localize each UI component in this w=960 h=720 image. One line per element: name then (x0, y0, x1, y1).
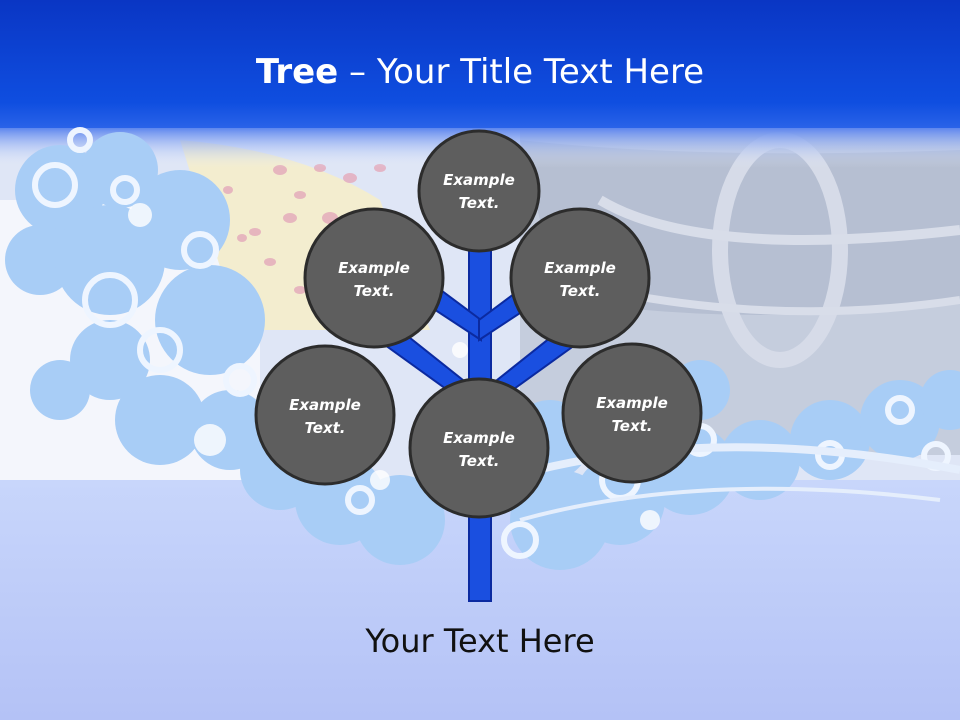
node-lower-left-line1: Example (289, 396, 361, 414)
node-top[interactable]: Example Text. (417, 129, 541, 253)
node-upper-left-line1: Example (338, 259, 410, 277)
node-upper-left-line2: Text. (353, 282, 394, 300)
title-rest: – Your Title Text Here (338, 52, 705, 92)
node-lower-right-line1: Example (596, 394, 668, 412)
node-upper-left[interactable]: Example Text. (303, 207, 445, 349)
node-center-line1: Example (443, 429, 515, 447)
slide-title: Tree – Your Title Text Here (0, 52, 960, 92)
node-upper-right-line2: Text. (559, 282, 600, 300)
title-bold: Tree (255, 52, 339, 92)
footer-text: Your Text Here (365, 622, 595, 660)
node-top-line2: Text. (458, 194, 499, 212)
node-lower-right-line2: Text. (611, 417, 652, 435)
node-center-line2: Text. (458, 452, 499, 470)
node-top-line1: Example (443, 171, 515, 189)
node-lower-right[interactable]: Example Text. (561, 342, 703, 484)
node-upper-right-line1: Example (544, 259, 616, 277)
node-upper-right[interactable]: Example Text. (509, 207, 651, 349)
node-center[interactable]: Example Text. (408, 377, 550, 519)
node-lower-left[interactable]: Example Text. (254, 344, 396, 486)
node-lower-left-line2: Text. (304, 419, 345, 437)
